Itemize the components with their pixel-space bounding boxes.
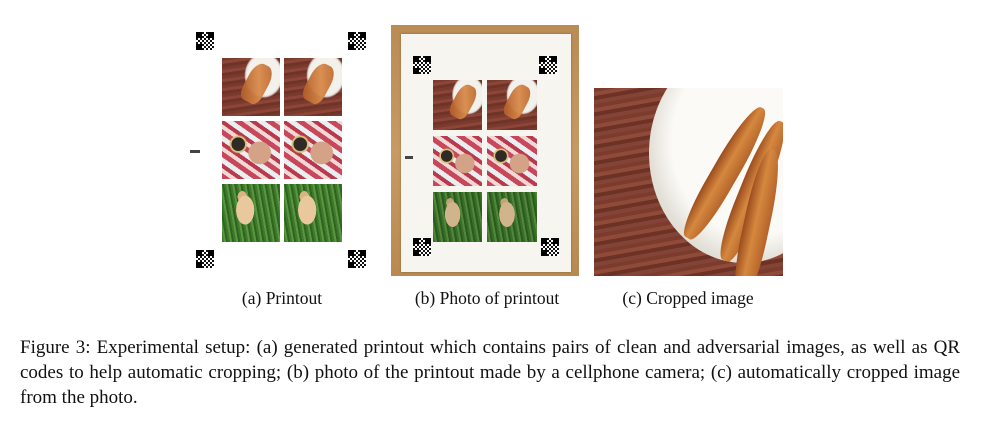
cropped-image-figure [594,88,783,276]
dog-image-adversarial [487,192,537,242]
qr-code-top-right [539,56,557,74]
printout-figure [190,28,368,274]
printout-mark [405,156,413,159]
qr-code-bottom-left [413,238,431,256]
photo-of-printout-figure [391,25,579,276]
subfigure-a-label: (a) Printout [241,288,323,308]
cropped-bowl-image [594,88,783,276]
subfigure-c-label: (c) Cropped image [622,288,754,308]
dog-image-clean [222,184,280,242]
shell-image-clean [222,121,280,179]
shell-image-adversarial [284,121,342,179]
qr-code-top-left [196,32,214,50]
printed-paper [401,34,571,272]
shell-image-clean [433,136,482,186]
bowl-image-adversarial [487,80,537,130]
bowl-image-adversarial [284,58,342,116]
qr-code-top-left [413,56,431,74]
qr-code-bottom-right [541,238,559,256]
qr-code-bottom-right [348,250,366,268]
printout-mark [190,150,200,153]
dog-image-clean [433,192,482,242]
qr-code-bottom-left [196,250,214,268]
shell-image-adversarial [487,136,537,186]
subfigure-b-label: (b) Photo of printout [414,288,560,308]
qr-code-top-right [348,32,366,50]
bowl-image-clean [222,58,280,116]
bowl-image-clean [433,80,482,130]
dog-image-adversarial [284,184,342,242]
figure-caption: Figure 3: Experimental setup: (a) genera… [20,337,960,408]
